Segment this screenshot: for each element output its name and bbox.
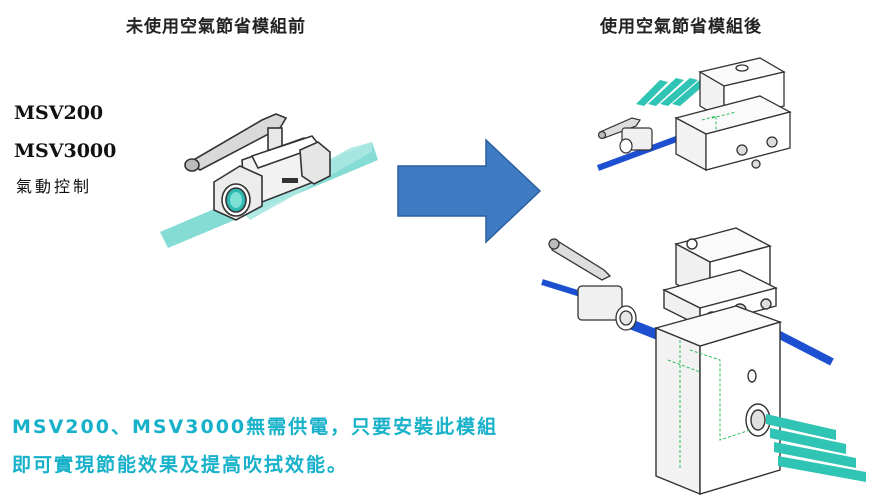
- caption-after: 使用空氣節省模組後: [600, 17, 762, 37]
- airflow-stripes-lower: [766, 414, 866, 482]
- ball-valve-icon: [548, 238, 637, 331]
- footer-line-2: 即可實現節能效果及提高吹拭效能。: [12, 454, 349, 476]
- control-type-label: 氣動控制: [16, 177, 93, 196]
- before-illustration: [160, 113, 378, 248]
- ball-valve-icon: [184, 113, 331, 221]
- right-arrow-icon: [397, 138, 542, 244]
- after-illustration-lower: [541, 227, 866, 496]
- air-saving-module-icon: [674, 57, 792, 172]
- footer-line-1: MSV200、MSV3000無需供電，只要安裝此模組: [12, 416, 499, 438]
- internal-passage-lines: [701, 111, 737, 130]
- air-saving-module-icon: [653, 227, 783, 496]
- model-msv3000: MSV3000: [14, 140, 117, 162]
- internal-passage-lines: [667, 340, 751, 470]
- ball-valve-icon: [597, 117, 653, 154]
- airflow-stripes-upper: [636, 78, 710, 106]
- after-illustration-upper: [596, 57, 792, 172]
- caption-before: 未使用空氣節省模組前: [126, 17, 306, 37]
- model-msv200: MSV200: [14, 102, 104, 124]
